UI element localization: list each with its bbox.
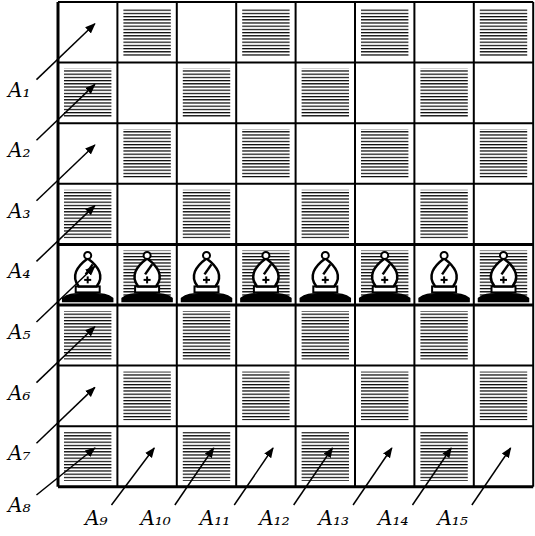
diagonal-arrow	[294, 448, 333, 505]
diagonal-label: A₇	[8, 443, 30, 463]
diagonal-label: A₃	[8, 201, 30, 221]
hatched-square	[242, 372, 289, 421]
hatched-square	[420, 432, 467, 481]
diagonal-label: A₁₅	[437, 508, 467, 528]
diagonal-arrow	[36, 266, 94, 322]
hatched-square	[361, 129, 408, 178]
hatched-square	[420, 311, 467, 360]
hatched-square	[64, 69, 111, 118]
hatched-square	[480, 372, 527, 421]
diagonal-arrow	[36, 327, 94, 383]
hatched-square	[302, 311, 349, 360]
diagonal-label: A₁₁	[200, 508, 230, 528]
hatched-square	[183, 69, 230, 118]
diagonal-arrow	[36, 448, 94, 495]
grid-line	[176, 2, 178, 487]
diagonal-label: A₉	[85, 508, 107, 528]
diagonal-label: A₁₂	[259, 508, 289, 528]
diagonal-label: A₄	[8, 261, 30, 281]
diagonal-arrow	[472, 448, 511, 505]
diagonal-arrow	[36, 387, 94, 443]
diagonal-label: A₁₃	[319, 508, 349, 528]
diagonal-arrow	[36, 84, 94, 140]
grid-line	[295, 2, 297, 487]
grid-line	[235, 2, 237, 487]
hatched-square	[302, 432, 349, 481]
bishop-piece	[360, 252, 410, 302]
diagonal-arrow	[353, 448, 392, 505]
grid-line	[532, 2, 534, 487]
diagonal-arrow	[111, 448, 154, 505]
diagonal-label: A₂	[8, 140, 30, 160]
diagonal-arrow	[234, 448, 273, 505]
diagonal-label: A₁	[8, 80, 30, 100]
hatched-square	[183, 432, 230, 481]
bishop-piece	[479, 252, 529, 302]
bishop-piece	[419, 252, 469, 302]
diagonal-label: A₆	[8, 383, 30, 403]
hatched-square	[123, 129, 170, 178]
grid-line	[57, 2, 60, 487]
hatched-square	[480, 129, 527, 178]
diagonal-arrow	[36, 206, 94, 262]
diagonal-label: A₅	[8, 322, 30, 342]
diagonal-arrow	[36, 24, 94, 80]
hatched-square	[420, 69, 467, 118]
diagonal-arrow	[412, 448, 451, 505]
hatched-square	[183, 311, 230, 360]
bishop-piece	[182, 252, 232, 302]
diagonal-arrow	[36, 145, 94, 201]
grid-line	[473, 2, 475, 487]
grid-line	[413, 2, 415, 487]
hatched-square	[361, 8, 408, 57]
hatched-square	[123, 8, 170, 57]
bishop-piece	[241, 252, 291, 302]
bishop-piece	[63, 252, 113, 302]
bishop-piece	[300, 252, 350, 302]
hatched-square	[302, 69, 349, 118]
bishop-piece	[122, 252, 172, 302]
hatched-square	[302, 190, 349, 239]
hatched-square	[420, 190, 467, 239]
hatched-square	[64, 311, 111, 360]
hatched-square	[64, 432, 111, 481]
hatched-square	[242, 129, 289, 178]
grid-line	[354, 2, 356, 487]
hatched-square	[480, 8, 527, 57]
grid-line	[116, 2, 118, 487]
hatched-square	[242, 8, 289, 57]
diagonal-arrow	[175, 448, 214, 505]
diagonal-label: A₁₄	[378, 508, 408, 528]
hatched-square	[64, 190, 111, 239]
hatched-square	[183, 190, 230, 239]
diagonal-label: A₈	[8, 495, 30, 515]
diagonal-label: A₁₀	[140, 508, 170, 528]
hatched-square	[361, 372, 408, 421]
hatched-square	[123, 372, 170, 421]
